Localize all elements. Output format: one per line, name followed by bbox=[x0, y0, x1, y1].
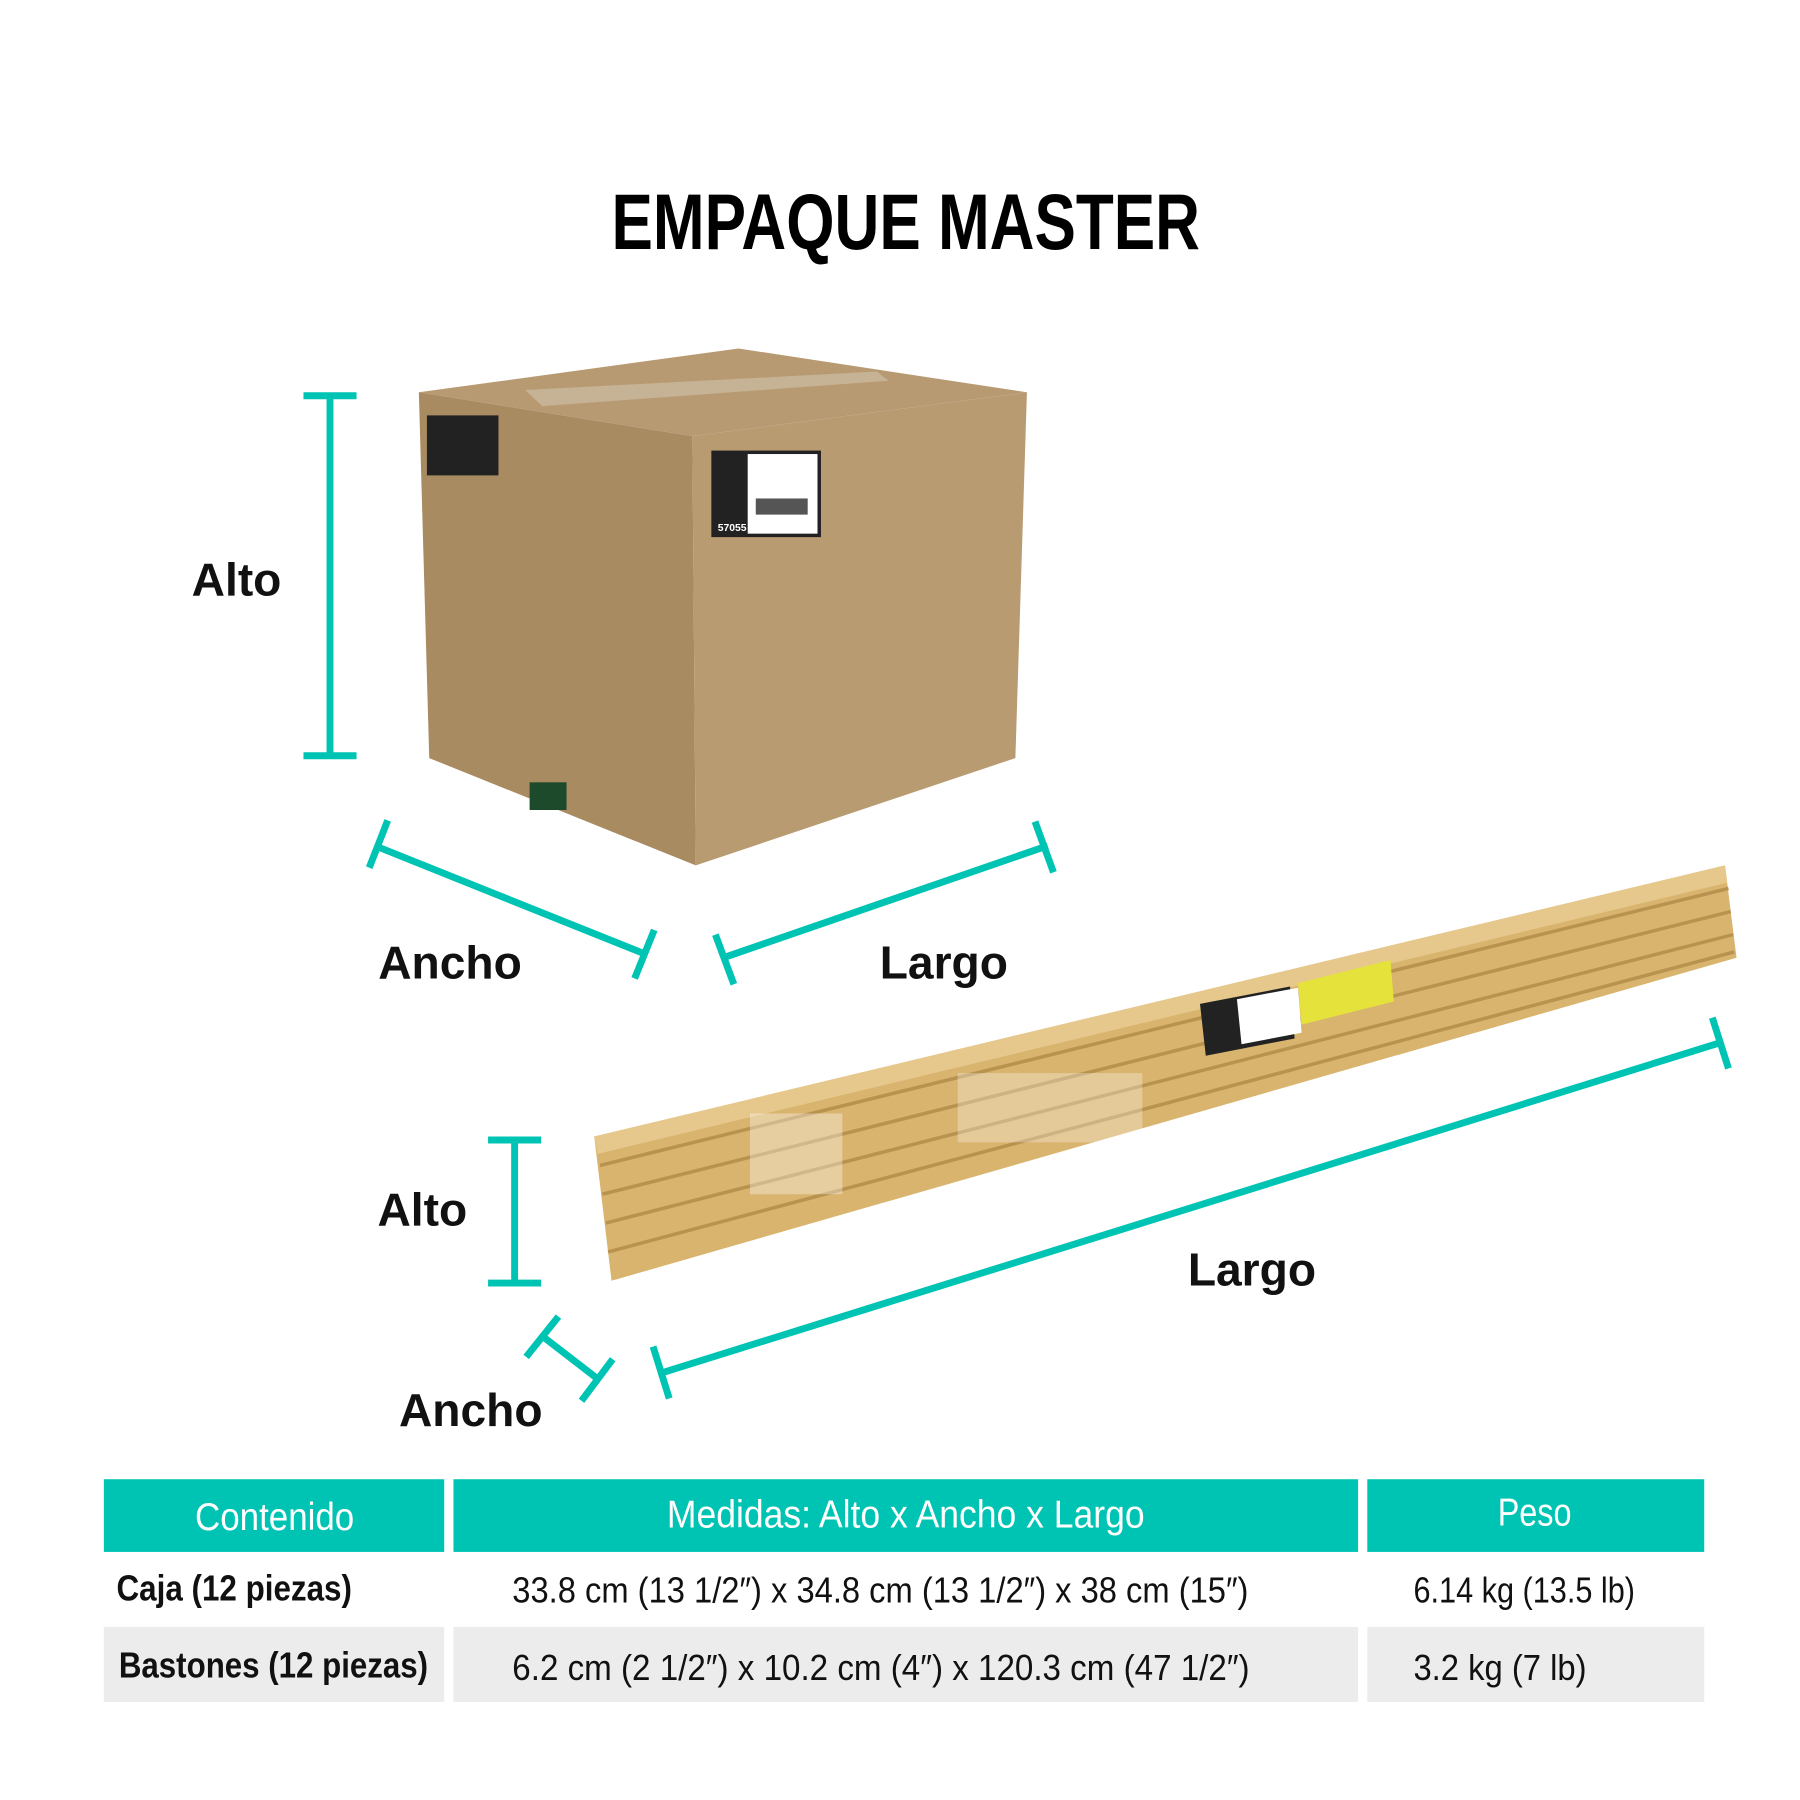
header-medidas: Medidas: Alto x Ancho x Largo bbox=[667, 1493, 1145, 1537]
box-ancho-dimension bbox=[366, 819, 658, 980]
cardboard-box-image: 57055 bbox=[418, 348, 1027, 866]
header-cell-peso bbox=[1367, 1479, 1705, 1552]
row-medidas: 6.2 cm (2 1/2″) x 10.2 cm (4″) x 120.3 c… bbox=[512, 1648, 1249, 1688]
sticks-ancho-label: Ancho bbox=[399, 1384, 543, 1436]
box-sticker-code: 57055 bbox=[718, 523, 747, 534]
header-cell-contenido bbox=[103, 1479, 445, 1552]
box-largo-dimension bbox=[712, 820, 1057, 986]
row-contenido: Caja (12 piezas) bbox=[117, 1568, 352, 1608]
row-peso: 6.14 kg (13.5 lb) bbox=[1413, 1571, 1635, 1611]
page-title: EMPAQUE MASTER bbox=[612, 178, 1200, 266]
sticks-ancho-dimension bbox=[523, 1314, 616, 1403]
sticks-largo-label: Largo bbox=[1188, 1243, 1316, 1295]
sticks-bundle-image bbox=[594, 865, 1737, 1281]
table-row: Caja (12 piezas) 33.8 cm (13 1/2″) x 34.… bbox=[117, 1568, 1635, 1610]
sticks-largo-dimension bbox=[649, 1016, 1732, 1400]
sticks-alto-dimension bbox=[488, 1136, 542, 1287]
header-peso: Peso bbox=[1498, 1490, 1572, 1534]
box-alto-label: Alto bbox=[192, 553, 282, 605]
row-contenido: Bastones (12 piezas) bbox=[119, 1646, 428, 1686]
row-peso: 3.2 kg (7 lb) bbox=[1413, 1648, 1586, 1688]
box-alto-dimension bbox=[303, 392, 357, 760]
box-ancho-label: Ancho bbox=[378, 936, 522, 988]
specs-table: Contenido Medidas: Alto x Ancho x Largo … bbox=[103, 1479, 1705, 1702]
box-largo-label: Largo bbox=[880, 936, 1008, 988]
header-cell-medidas bbox=[453, 1479, 1359, 1552]
sticks-alto-label: Alto bbox=[377, 1183, 467, 1235]
box-side-label bbox=[426, 415, 499, 476]
table-row: Bastones (12 piezas) 6.2 cm (2 1/2″) x 1… bbox=[103, 1626, 1705, 1702]
header-contenido: Contenido bbox=[195, 1495, 354, 1539]
row-medidas: 33.8 cm (13 1/2″) x 34.8 cm (13 1/2″) x … bbox=[512, 1571, 1248, 1611]
